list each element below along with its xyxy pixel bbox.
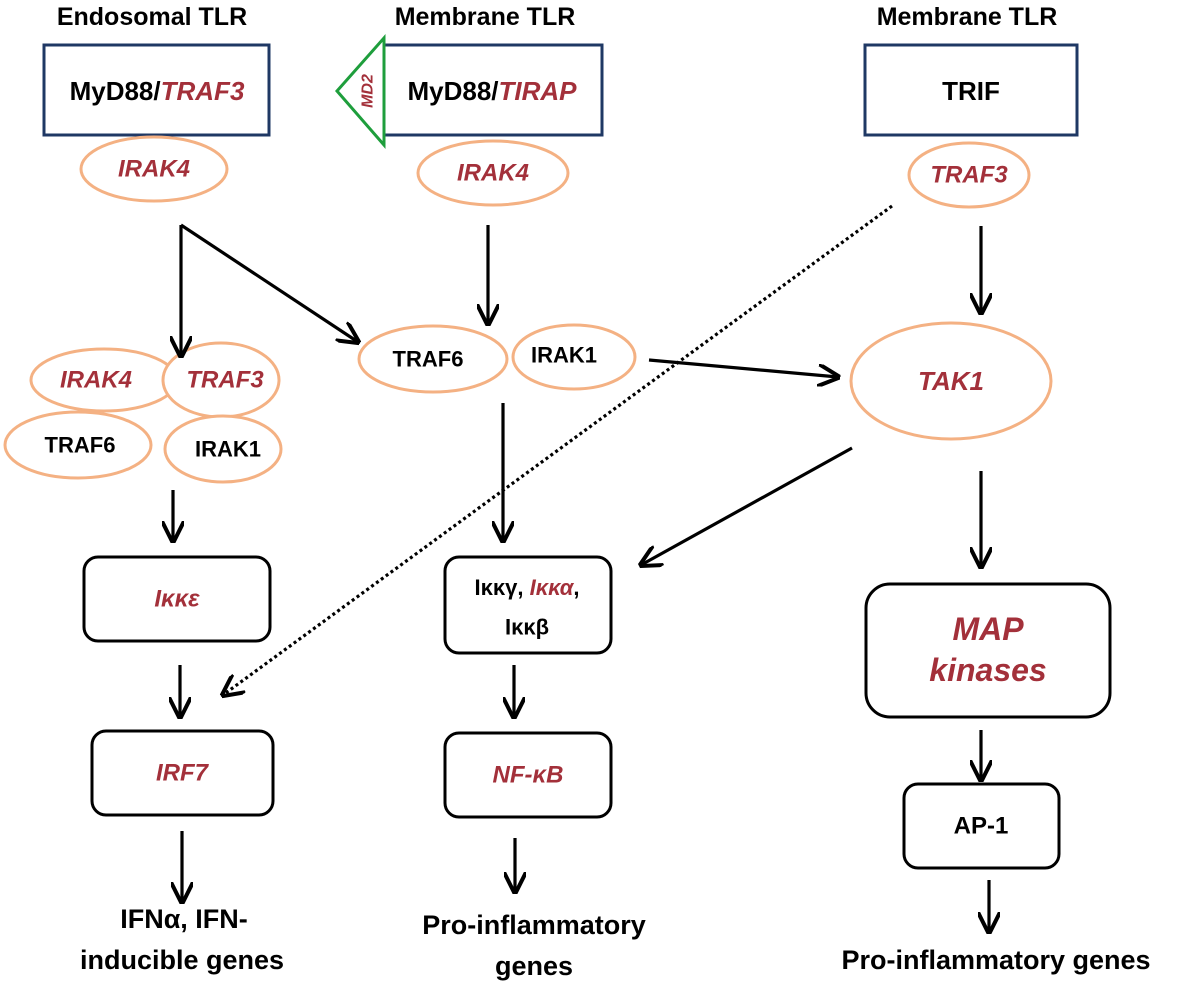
irak4-mid-node: IRAK4 bbox=[416, 139, 570, 207]
traf3-right-node: TRAF3 bbox=[907, 141, 1031, 209]
cluster-irak1-node bbox=[163, 414, 283, 484]
irak1-mid-label: IRAK1 bbox=[531, 343, 597, 368]
adaptor-trif: TRIF bbox=[863, 43, 1079, 137]
svg-text:IRAK4: IRAK4 bbox=[118, 156, 190, 183]
myd88-label: MyD88/ bbox=[70, 76, 161, 106]
adaptor-myd88-traf3: MyD88/TRAF3 bbox=[42, 43, 271, 137]
tirap-label: TIRAP bbox=[499, 76, 578, 106]
dashed-arrow-traf3-to-irf7 bbox=[223, 204, 893, 695]
svg-text:IRF7: IRF7 bbox=[156, 760, 210, 787]
tak1-node: TAK1 bbox=[849, 321, 1053, 441]
arrow-tak1-to-ikk bbox=[641, 446, 853, 565]
svg-text:Iκκγ, Iκκα,: Iκκγ, Iκκα, bbox=[474, 575, 579, 600]
ikk-gamma-label: Iκκγ, bbox=[474, 575, 523, 600]
myd88-label: MyD88/ bbox=[407, 76, 498, 106]
proinflammatory-genes-right: Pro-inflammatory genes bbox=[841, 945, 1150, 975]
traf6-mid-node bbox=[357, 324, 509, 394]
svg-text:AP-1: AP-1 bbox=[954, 813, 1009, 840]
ap1-box: AP-1 bbox=[902, 782, 1061, 870]
irak4-left-node: IRAK4 bbox=[79, 135, 229, 203]
cluster-traf3-label: TRAF3 bbox=[186, 367, 264, 394]
irf7-box: IRF7 bbox=[90, 729, 275, 817]
ifn-genes-line2: inducible genes bbox=[80, 945, 284, 975]
nfkb-box: NF-κB bbox=[443, 731, 613, 819]
trif-label: TRIF bbox=[942, 76, 1000, 106]
traf6-mid-label: TRAF6 bbox=[393, 347, 464, 372]
svg-text:MyD88/TRAF3: MyD88/TRAF3 bbox=[70, 76, 245, 106]
md2-triangle: MD2 bbox=[335, 34, 386, 150]
kinases-label: kinases bbox=[929, 652, 1046, 688]
map-label: MAP bbox=[952, 611, 1024, 647]
ifn-genes-line1: IFNα, IFN- bbox=[120, 904, 248, 934]
ikke-box: Iκκε bbox=[82, 555, 272, 643]
svg-text:TAK1: TAK1 bbox=[918, 366, 984, 396]
irak1-mid-node bbox=[511, 323, 637, 391]
traf3-label: TRAF3 bbox=[161, 76, 245, 106]
ikk-complex-box: Iκκγ, Iκκα, Iκκβ bbox=[443, 555, 613, 655]
svg-text:TRAF3: TRAF3 bbox=[930, 162, 1008, 189]
header-membrane-tlr-left: Membrane TLR bbox=[395, 3, 576, 31]
svg-text:Iκκε: Iκκε bbox=[154, 586, 200, 613]
cluster-traf6-node bbox=[3, 410, 153, 480]
cluster-traf6-label: TRAF6 bbox=[45, 433, 116, 458]
map-kinases-box: MAP kinases bbox=[864, 582, 1112, 719]
proinflammatory-genes-mid-line2: genes bbox=[495, 951, 573, 981]
arrow-irak1-to-tak1 bbox=[648, 358, 838, 377]
header-membrane-tlr-right: Membrane TLR bbox=[877, 3, 1058, 31]
cluster-irak1-label: IRAK1 bbox=[195, 437, 261, 462]
ikk-alpha-label: Iκκα bbox=[530, 575, 575, 600]
left-complex-cluster: IRAK4 TRAF3 TRAF6 IRAK1 bbox=[3, 341, 283, 484]
traf6-irak1-complex: TRAF6 IRAK1 bbox=[357, 323, 637, 394]
cluster-irak4-label: IRAK4 bbox=[60, 367, 132, 394]
svg-text:IRAK4: IRAK4 bbox=[457, 160, 529, 187]
svg-text:NF-κB: NF-κB bbox=[493, 762, 564, 789]
arrow-irak4-to-traf6 bbox=[180, 223, 358, 342]
header-endosomal-tlr: Endosomal TLR bbox=[57, 3, 247, 31]
adaptor-myd88-tirap: MyD88/TIRAP bbox=[380, 43, 604, 137]
ikk-beta-label: Iκκβ bbox=[505, 615, 549, 640]
svg-text:MyD88/TIRAP: MyD88/TIRAP bbox=[407, 76, 577, 106]
md2-label: MD2 bbox=[360, 74, 377, 108]
proinflammatory-genes-mid-line1: Pro-inflammatory bbox=[422, 910, 646, 940]
